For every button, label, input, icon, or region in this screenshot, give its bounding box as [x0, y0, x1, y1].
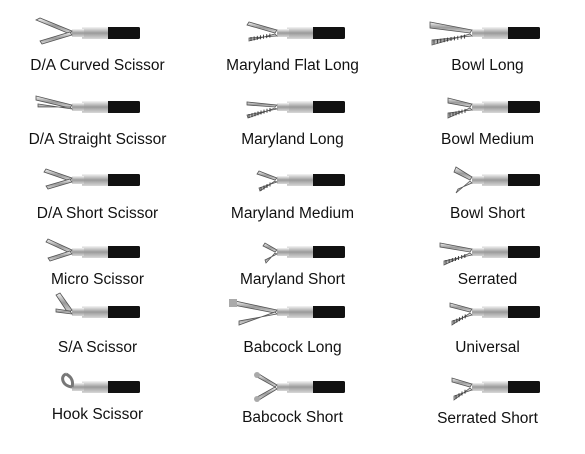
instrument-item	[390, 82, 585, 157]
instrument-label: Serrated Short	[437, 410, 538, 427]
instrument-item	[0, 362, 195, 437]
instrument-item	[0, 8, 195, 83]
instrument-label: Hook Scissor	[51, 406, 144, 423]
instrument-item	[195, 155, 390, 230]
bowl-medium-icon	[447, 97, 540, 119]
instrument-item	[0, 227, 195, 302]
single-action-scissor-icon	[55, 292, 140, 318]
instrument-item	[390, 155, 585, 230]
instrument-label: Maryland Short	[239, 271, 346, 288]
maryland-flat-long-icon	[246, 21, 345, 42]
instrument-label: Universal	[455, 339, 520, 356]
universal-grasper-icon	[449, 302, 540, 326]
instrument-label: Maryland Medium	[230, 205, 355, 222]
short-scissor-icon	[43, 168, 140, 190]
straight-scissor-icon	[35, 95, 140, 113]
instrument-label: Bowl Short	[450, 205, 525, 222]
instrument-label: S/A Scissor	[57, 339, 138, 356]
instrument-label: Maryland Long	[241, 131, 344, 148]
instrument-item	[195, 227, 390, 302]
hook-scissor-icon	[61, 372, 140, 393]
curved-scissor-icon	[35, 17, 140, 45]
maryland-long-icon	[246, 101, 345, 119]
instrument-item	[0, 82, 195, 157]
instrument-label: D/A Short Scissor	[36, 205, 159, 222]
serrated-grasper-icon	[439, 242, 540, 266]
instrument-item	[390, 8, 585, 83]
bowl-long-icon	[429, 21, 540, 46]
instrument-label: Serrated	[457, 271, 518, 288]
instrument-label: Babcock Short	[242, 409, 343, 426]
instrument-label: Bowl Medium	[440, 131, 535, 148]
instrument-item	[0, 155, 195, 230]
instrument-label: D/A Curved Scissor	[30, 57, 165, 74]
maryland-medium-icon	[256, 170, 345, 192]
babcock-short-icon	[254, 372, 345, 402]
serrated-short-icon	[451, 377, 540, 401]
instrument-item	[195, 362, 390, 437]
instrument-item	[195, 8, 390, 83]
instrument-item	[195, 82, 390, 157]
babcock-long-icon	[229, 299, 345, 326]
instrument-label: Micro Scissor	[50, 271, 144, 288]
instrument-item	[390, 227, 585, 302]
instrument-label: Bowl Long	[451, 57, 524, 74]
instrument-item	[390, 362, 585, 437]
micro-scissor-icon	[45, 238, 140, 262]
instrument-item	[195, 287, 390, 362]
bowl-short-icon	[453, 166, 540, 194]
instrument-label: Babcock Long	[243, 339, 342, 356]
maryland-short-icon	[262, 242, 345, 264]
instrument-label: Maryland Flat Long	[226, 57, 359, 74]
instrument-item	[0, 287, 195, 362]
instrument-label: D/A Straight Scissor	[28, 131, 167, 148]
instrument-item	[390, 287, 585, 362]
